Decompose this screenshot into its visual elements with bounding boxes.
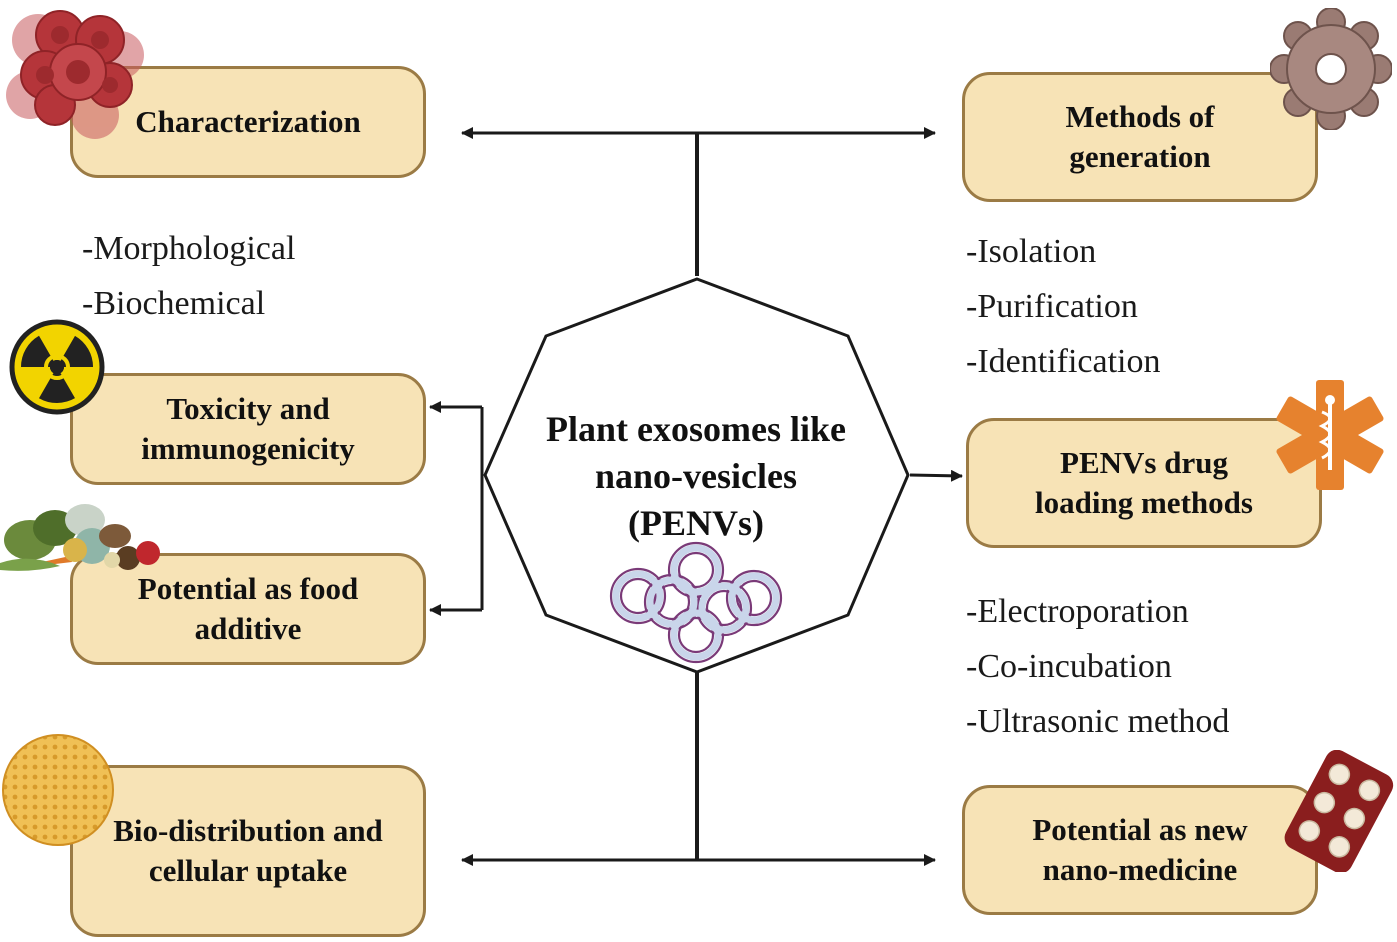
methods-box: Methods of generation [962,72,1318,202]
list-item: -Identification [966,343,1161,380]
pill-blister-icon [1284,750,1394,872]
nanomedicine-box: Potential as new nano-medicine [962,785,1318,915]
ring-particle-icon [1270,8,1392,130]
center-title-line: Plant exosomes like [546,409,846,449]
box-label: additive [194,611,302,646]
box-label: PENVs drug [1060,445,1228,481]
box-label: Toxicity and [166,391,330,427]
porous-sphere-icon [2,734,114,846]
box-label: Bio-distribution and [113,813,383,849]
box-label: Potential as food [137,571,359,607]
cell-cluster-icon [6,10,144,139]
center-title: Plant exosomes like nano-vesicles (PENVs… [510,406,882,546]
food-additive-box: Potential as food additive [70,553,426,665]
drug-loading-box: PENVs drug loading methods [966,418,1322,548]
arrow-to-drug-loading [909,469,963,482]
box-label: Methods of [1065,99,1215,135]
center-title-line: (PENVs) [628,502,764,543]
box-label: nano-medicine [1042,852,1238,887]
center-title-line: nano-vesicles [595,455,797,496]
list-item: -Morphological [82,230,296,267]
biodistribution-box: Bio-distribution and cellular uptake [70,765,426,937]
radiation-hazard-icon [9,319,105,415]
list-item: -Purification [966,288,1138,325]
toxicity-box: Toxicity and immunogenicity [70,373,426,485]
vegetables-icon [0,504,160,571]
list-item: -Isolation [966,233,1097,270]
center-octagon [483,277,910,674]
vesicle-cluster-icon [609,541,783,664]
list-item: -Biochemical [82,285,266,322]
box-label: cellular uptake [148,853,348,888]
list-item: -Ultrasonic method [966,703,1230,740]
box-label: Characterization [135,104,361,140]
list-item: -Co-incubation [966,648,1172,685]
box-label: Potential as new [1032,812,1248,848]
box-label: generation [1069,139,1211,174]
box-label: immunogenicity [141,431,355,466]
star-of-life-icon [1276,380,1384,490]
list-item: -Electroporation [966,593,1189,630]
box-label: loading methods [1035,485,1253,520]
